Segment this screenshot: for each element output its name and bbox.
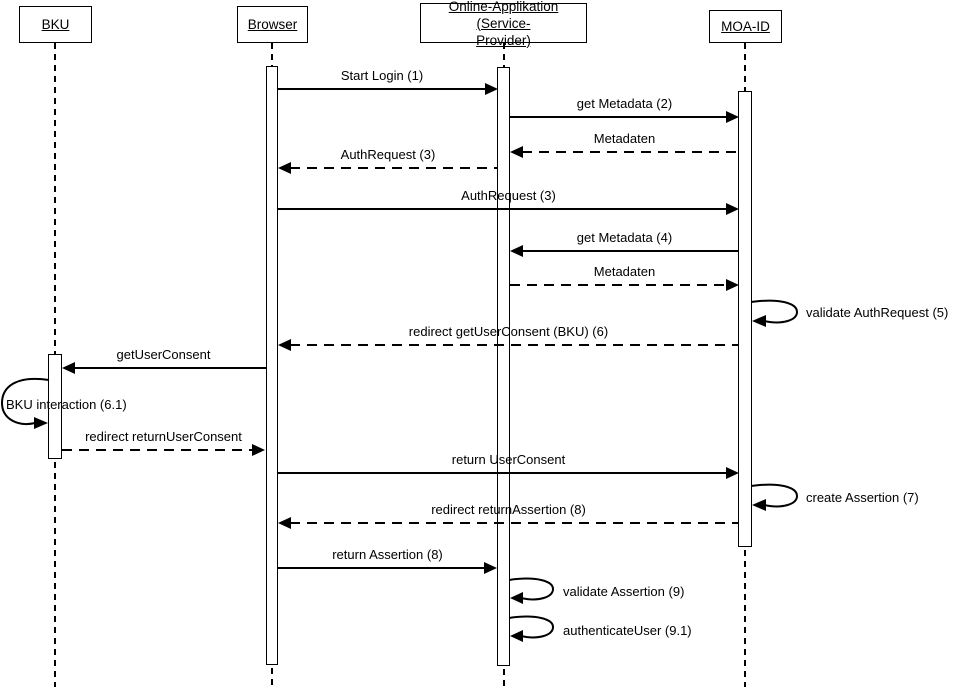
- message-label: authenticateUser (9.1): [563, 623, 692, 638]
- message-line: [278, 208, 728, 210]
- arrowhead-left-icon: [278, 517, 291, 529]
- message-line: [290, 167, 498, 169]
- moa-id-activation-bar: [738, 91, 752, 547]
- arrowhead-left-icon: [278, 339, 291, 351]
- arrowhead-left-icon: [62, 362, 75, 374]
- message-line: [278, 472, 728, 474]
- message-line: [290, 522, 739, 524]
- message-label: AuthRequest (3): [461, 188, 556, 203]
- service-provider-lifeline-lower: [503, 669, 505, 687]
- self-loop-arrow-icon: [509, 577, 555, 604]
- message-label: validate Assertion (9): [563, 584, 685, 599]
- message-line: [290, 344, 739, 346]
- arrowhead-left-icon: [278, 162, 291, 174]
- message-line: [278, 567, 486, 569]
- message-label: Metadaten: [593, 264, 656, 279]
- actor-box-moa-id: MOA-ID: [709, 10, 782, 43]
- actor-box-service-provider: Online-Applikation (Service- Provider): [420, 0, 587, 48]
- message-line: [510, 116, 728, 118]
- arrowhead-right-icon: [485, 83, 498, 95]
- service-provider-lifeline-upper: [503, 43, 505, 67]
- message-label: Metadaten: [593, 131, 656, 146]
- arrowhead-right-icon: [726, 467, 739, 479]
- arrowhead-right-icon: [726, 279, 739, 291]
- actor-label-browser: Browser: [247, 17, 298, 32]
- actor-label-bku: BKU: [41, 17, 70, 32]
- message-line: [74, 367, 266, 369]
- bku-lifeline-lower: [54, 462, 56, 687]
- arrowhead-right-icon: [484, 562, 497, 574]
- arrowhead-right-icon: [252, 444, 265, 456]
- message-label: getUserConsent: [116, 347, 211, 362]
- self-loop-arrow-icon: [751, 483, 799, 511]
- arrowhead-right-icon: [726, 111, 739, 123]
- message-label: AuthRequest (3): [340, 147, 436, 162]
- message-label: get Metadata (2): [576, 96, 673, 111]
- message-label: Start Login (1): [340, 68, 424, 83]
- arrowhead-left-icon: [510, 245, 523, 257]
- browser-lifeline-upper: [271, 43, 273, 66]
- self-loop-arrow-icon: [509, 615, 555, 642]
- message-label: redirect returnAssertion (8): [431, 502, 586, 517]
- message-line: [510, 284, 728, 286]
- moa-id-lifeline-lower: [744, 550, 746, 687]
- actor-box-browser: Browser: [237, 6, 308, 43]
- message-label: return Assertion (8): [332, 547, 443, 562]
- actor-label-service-provider-line1: Online-Applikation (Service-: [448, 0, 559, 31]
- message-label: BKU interaction (6.1): [6, 397, 127, 412]
- moa-id-lifeline-upper: [744, 43, 746, 91]
- service-provider-activation-bar: [497, 67, 510, 666]
- arrowhead-right-icon: [726, 203, 739, 215]
- message-label: return UserConsent: [451, 452, 566, 467]
- message-label: create Assertion (7): [806, 490, 919, 505]
- message-label: redirect getUserConsent (BKU) (6): [408, 324, 609, 339]
- message-label: get Metadata (4): [576, 230, 673, 245]
- message-label: redirect returnUserConsent: [85, 429, 242, 444]
- bku-activation-bar: [48, 354, 62, 459]
- browser-lifeline-lower: [271, 668, 273, 687]
- arrowhead-left-icon: [510, 146, 523, 158]
- actor-box-bku: BKU: [19, 6, 92, 43]
- message-line: [278, 88, 487, 90]
- self-loop-arrow-icon: [0, 377, 50, 429]
- actor-label-moa-id: MOA-ID: [721, 19, 770, 34]
- message-label: validate AuthRequest (5): [806, 305, 949, 320]
- message-line: [522, 151, 739, 153]
- bku-lifeline-upper: [54, 43, 56, 354]
- message-line: [522, 250, 739, 252]
- browser-activation-bar: [266, 66, 278, 665]
- actor-label-service-provider-line2: Provider): [476, 32, 531, 48]
- message-line: [62, 449, 254, 451]
- self-loop-arrow-icon: [751, 299, 799, 327]
